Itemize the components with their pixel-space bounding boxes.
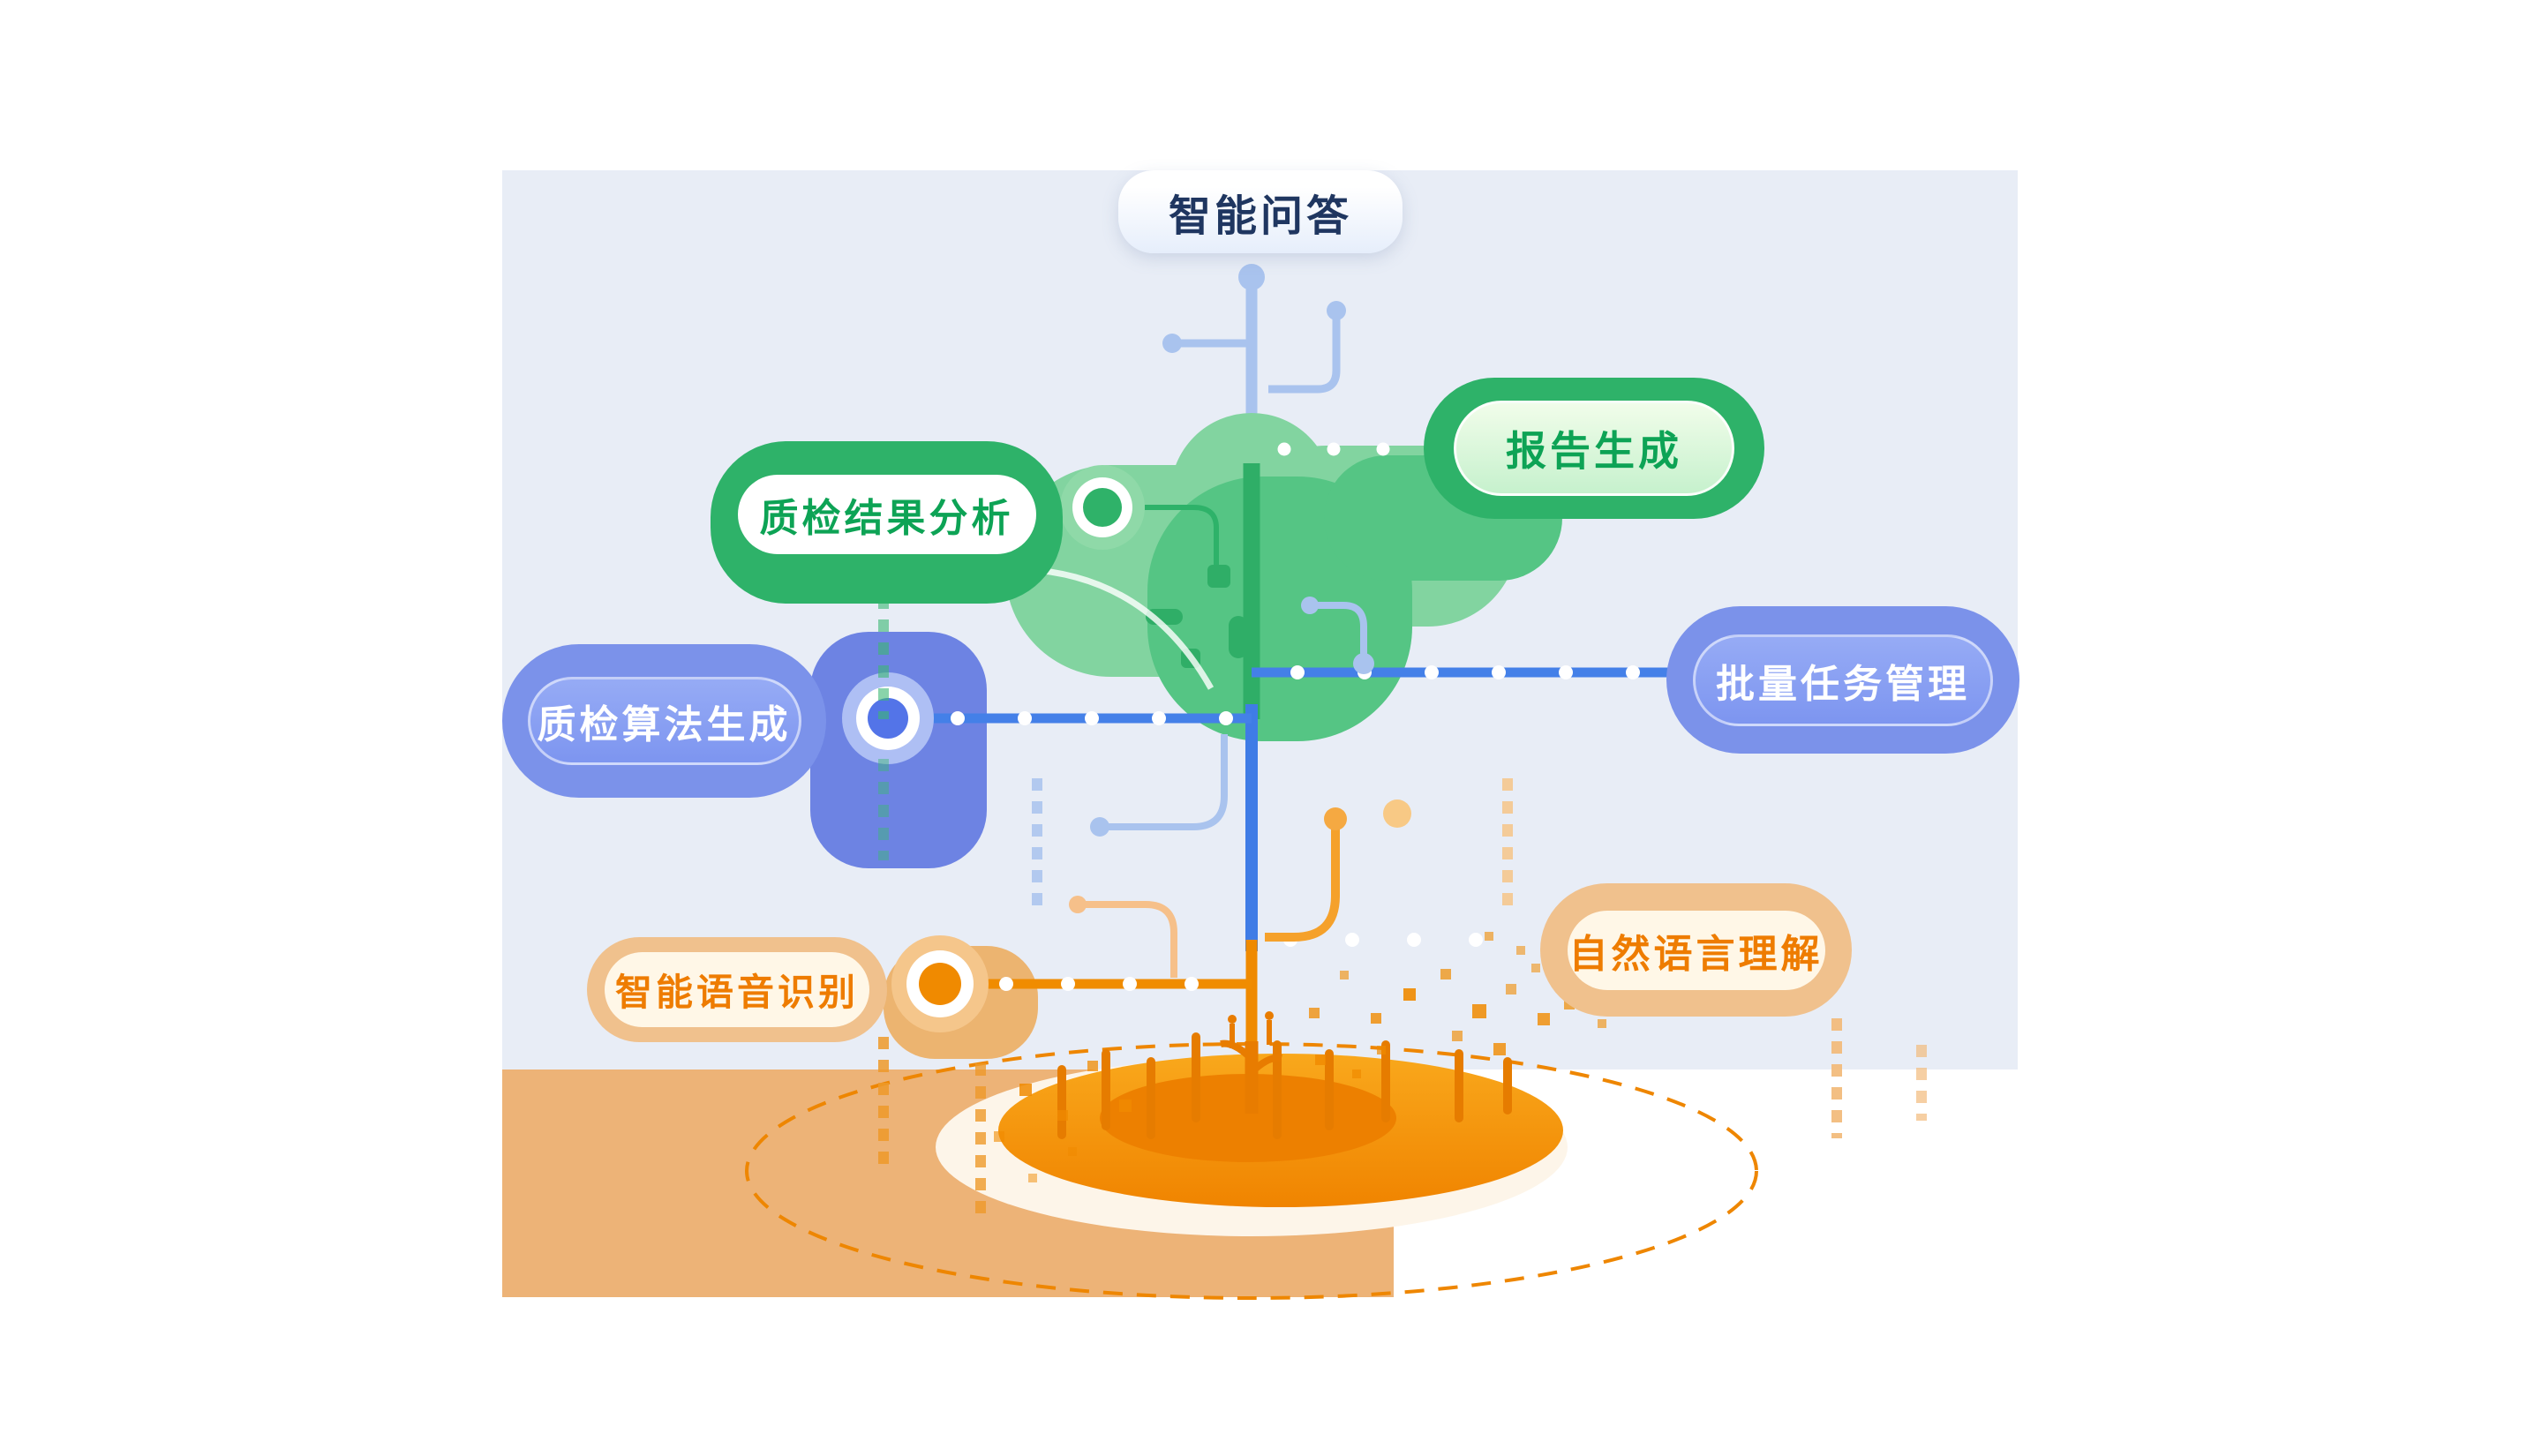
node-report-generation-label: 报告生成	[1454, 401, 1734, 496]
node-intelligent-speech-recognition: 智能语音识别	[587, 937, 887, 1042]
node-natural-language-understanding-label: 自然语言理解	[1567, 910, 1825, 990]
node-batch-task-management-label: 批量任务管理	[1693, 634, 1993, 726]
trunk-base	[1220, 1011, 1282, 1114]
orange-connector-rings	[891, 935, 989, 1032]
node-intelligent-qa-label: 智能问答	[1168, 191, 1352, 241]
node-natural-language-understanding: 自然语言理解	[1540, 883, 1852, 1017]
node-intelligent-speech-recognition-label: 智能语音识别	[605, 952, 869, 1027]
orange-branches	[884, 799, 1553, 1110]
node-inspection-algorithm-generation-label: 质检算法生成	[527, 677, 801, 765]
blue-branches	[810, 597, 1677, 951]
node-inspection-result-analysis-label: 质检结果分析	[737, 475, 1036, 554]
dotted-columns	[878, 597, 1927, 1213]
green-connector-rings	[1060, 465, 1145, 550]
node-inspection-algorithm-generation: 质检算法生成	[502, 644, 826, 798]
node-intelligent-qa: 智能问答	[1118, 170, 1403, 253]
node-inspection-result-analysis: 质检结果分析	[711, 441, 1063, 604]
node-batch-task-management: 批量任务管理	[1666, 606, 2019, 754]
confetti	[994, 932, 1606, 1182]
node-report-generation: 报告生成	[1424, 378, 1764, 519]
